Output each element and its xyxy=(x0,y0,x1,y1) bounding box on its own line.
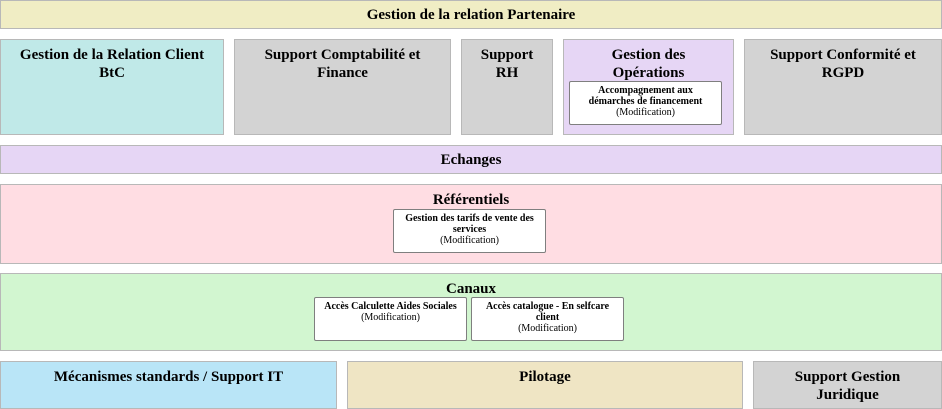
domain-referentiels-title: Référentiels xyxy=(432,192,510,208)
domain-operations-title: Gestion des Opérations xyxy=(611,47,686,81)
domain-support-rh-title: Support RH xyxy=(480,47,534,81)
domain-grc-btc[interactable]: Gestion de la Relation Client BtC xyxy=(0,39,224,135)
app-card-accompagnement[interactable]: Accompagnement aux démarches de financem… xyxy=(569,81,722,125)
app-card-status: (Modification) xyxy=(361,312,420,323)
app-card-tarifs[interactable]: Gestion des tarifs de vente des services… xyxy=(393,209,546,253)
domain-support-juridique-title: Support Gestion Juridique xyxy=(794,369,901,403)
domain-canaux-title: Canaux xyxy=(445,281,497,297)
domain-echanges[interactable]: Echanges xyxy=(0,145,942,174)
domain-mecanismes-it[interactable]: Mécanismes standards / Support IT xyxy=(0,361,337,409)
domain-support-compta-title: Support Comptabilité et Finance xyxy=(264,47,421,81)
domain-support-rgpd-title: Support Conformité et RGPD xyxy=(770,47,916,81)
app-card-status: (Modification) xyxy=(616,107,675,118)
domain-support-juridique[interactable]: Support Gestion Juridique xyxy=(753,361,942,409)
domain-pilotage-title: Pilotage xyxy=(519,369,571,385)
app-card-status: (Modification) xyxy=(440,235,499,246)
header-title: Gestion de la relation Partenaire xyxy=(366,7,576,23)
app-card-name: Accompagnement aux démarches de financem… xyxy=(588,85,703,107)
domain-support-rh[interactable]: Support RH xyxy=(461,39,553,135)
app-card-status: (Modification) xyxy=(518,323,577,334)
app-card-name: Accès Calculette Aides Sociales xyxy=(324,301,457,312)
domain-support-compta[interactable]: Support Comptabilité et Finance xyxy=(234,39,451,135)
domain-echanges-title: Echanges xyxy=(440,152,502,168)
domain-grc-btc-title: Gestion de la Relation Client BtC xyxy=(19,47,205,81)
app-card-calculette[interactable]: Accès Calculette Aides Sociales (Modific… xyxy=(314,297,467,341)
domain-mecanismes-it-title: Mécanismes standards / Support IT xyxy=(53,369,284,385)
app-card-name: Accès catalogue - En selfcare client xyxy=(485,301,610,323)
app-card-name: Gestion des tarifs de vente des services xyxy=(405,213,534,235)
domain-support-rgpd[interactable]: Support Conformité et RGPD xyxy=(744,39,942,135)
app-card-catalogue[interactable]: Accès catalogue - En selfcare client (Mo… xyxy=(471,297,624,341)
header-domain[interactable]: Gestion de la relation Partenaire xyxy=(0,0,942,29)
domain-pilotage[interactable]: Pilotage xyxy=(347,361,743,409)
